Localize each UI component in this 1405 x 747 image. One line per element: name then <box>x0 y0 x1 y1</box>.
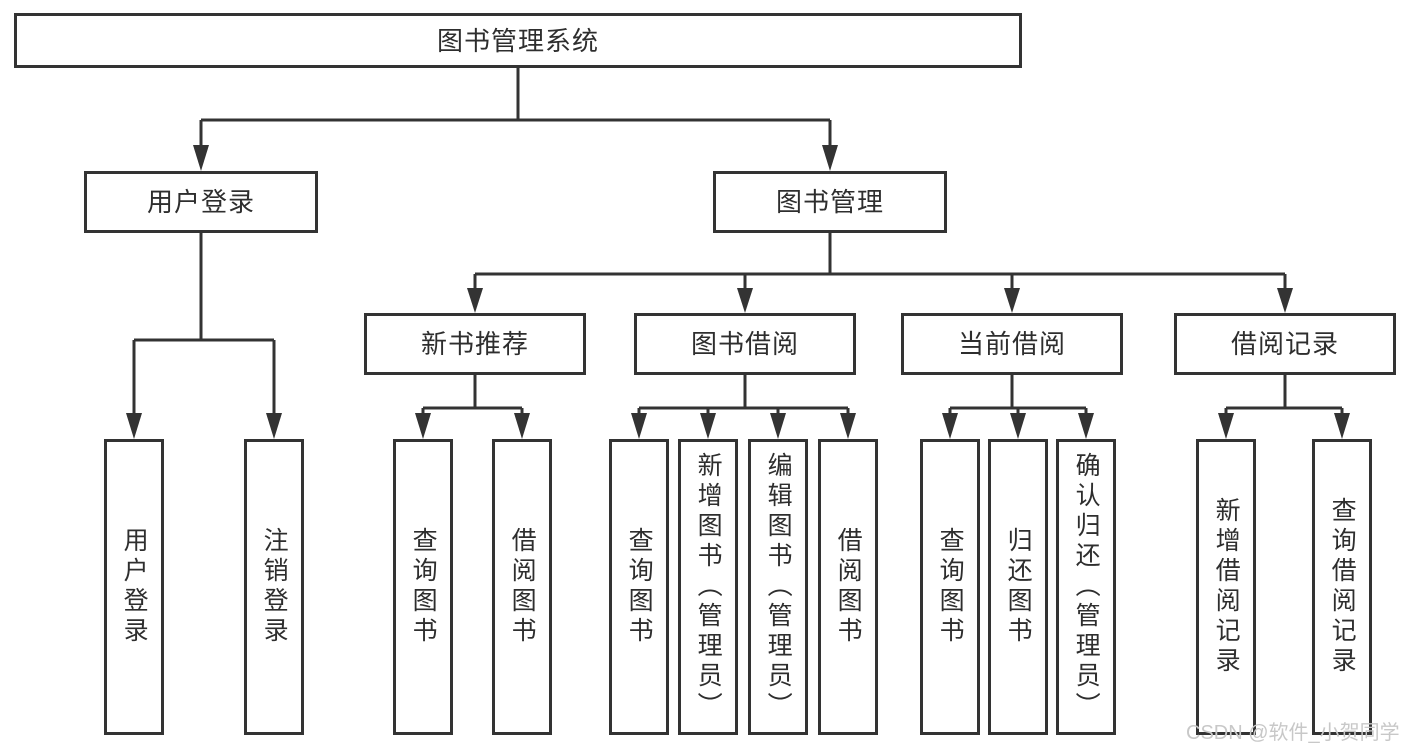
node-user-login: 用户登录 <box>84 171 318 233</box>
leaf-current-confirm-return-admin: 确认归还（管理员） <box>1056 439 1116 735</box>
node-book-management: 图书管理 <box>713 171 947 233</box>
leaf-current-query-books: 查询图书 <box>920 439 980 735</box>
node-label: 图书借阅 <box>690 329 799 359</box>
node-label: 图书管理 <box>775 187 884 217</box>
leaf-current-return-books: 归还图书 <box>988 439 1048 735</box>
node-label: 借阅记录 <box>1230 329 1339 359</box>
arrow-down-icon <box>942 413 958 439</box>
connector <box>948 375 1088 416</box>
node-label: 编辑图书（管理员） <box>764 452 793 722</box>
connector <box>421 375 524 416</box>
node-root: 图书管理系统 <box>14 13 1022 68</box>
leaf-logout: 注销登录 <box>244 439 304 735</box>
leaf-newbook-borrow-books: 借阅图书 <box>492 439 552 735</box>
arrow-down-icon <box>631 413 647 439</box>
node-label: 借阅图书 <box>834 527 863 647</box>
node-label: 图书管理系统 <box>436 25 599 56</box>
arrowheads <box>126 145 1350 439</box>
leaf-records-query-record: 查询借阅记录 <box>1312 439 1372 735</box>
node-label: 用户登录 <box>146 187 255 217</box>
node-label: 新书推荐 <box>420 329 529 359</box>
arrow-down-icon <box>700 413 716 439</box>
node-label: 查询图书 <box>936 527 965 647</box>
arrow-down-icon <box>126 413 142 439</box>
node-new-book-recommend: 新书推荐 <box>364 313 586 375</box>
arrow-down-icon <box>467 288 483 313</box>
arrow-down-icon <box>415 413 431 439</box>
arrow-down-icon <box>770 413 786 439</box>
node-label: 查询图书 <box>409 527 438 647</box>
node-label: 用户登录 <box>120 527 149 647</box>
arrow-down-icon <box>1004 288 1020 313</box>
leaf-newbook-query-books: 查询图书 <box>393 439 453 735</box>
connector <box>132 233 276 416</box>
arrow-down-icon <box>1334 413 1350 439</box>
leaf-borrowing-borrow-books: 借阅图书 <box>818 439 878 735</box>
node-label: 借阅图书 <box>508 527 537 647</box>
node-label: 查询图书 <box>625 527 654 647</box>
arrow-down-icon <box>1218 413 1234 439</box>
leaf-borrowing-edit-book-admin: 编辑图书（管理员） <box>748 439 808 735</box>
leaf-borrowing-add-book-admin: 新增图书（管理员） <box>678 439 738 735</box>
connector-lines <box>132 68 1344 416</box>
arrow-down-icon <box>822 145 838 171</box>
leaf-records-add-record: 新增借阅记录 <box>1196 439 1256 735</box>
node-label: 新增借阅记录 <box>1212 497 1241 677</box>
node-label: 注销登录 <box>260 527 289 647</box>
node-label: 确认归还（管理员） <box>1072 452 1101 722</box>
arrow-down-icon <box>1078 413 1094 439</box>
node-borrowing-records: 借阅记录 <box>1174 313 1396 375</box>
connector <box>1224 375 1344 416</box>
node-book-borrowing: 图书借阅 <box>634 313 856 375</box>
leaf-user-login: 用户登录 <box>104 439 164 735</box>
csdn-watermark: CSDN @软件_小贺同学 <box>1186 722 1400 744</box>
node-label: 新增图书（管理员） <box>694 452 723 722</box>
node-current-borrowing: 当前借阅 <box>901 313 1123 375</box>
arrow-down-icon <box>266 413 282 439</box>
arrow-down-icon <box>514 413 530 439</box>
node-label: 查询借阅记录 <box>1328 497 1357 677</box>
node-label: 当前借阅 <box>957 329 1066 359</box>
connector <box>473 233 1287 290</box>
arrow-down-icon <box>1277 288 1293 313</box>
connector <box>637 375 850 416</box>
arrow-down-icon <box>737 288 753 313</box>
arrow-down-icon <box>840 413 856 439</box>
connector <box>199 68 832 146</box>
leaf-borrowing-query-books: 查询图书 <box>609 439 669 735</box>
arrow-down-icon <box>1010 413 1026 439</box>
arrow-down-icon <box>193 145 209 171</box>
node-label: 归还图书 <box>1004 527 1033 647</box>
